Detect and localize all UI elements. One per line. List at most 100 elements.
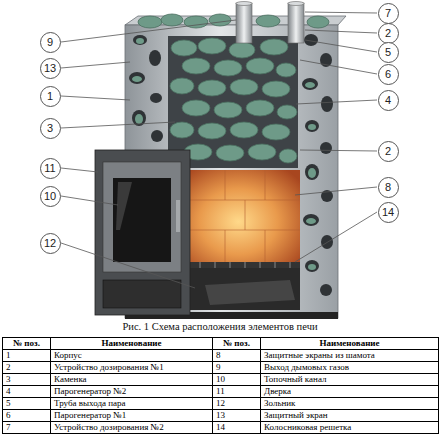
stove-part: [305, 82, 315, 88]
stove-part: [305, 164, 319, 180]
callout-number: 10: [44, 191, 56, 202]
stove-part: [275, 262, 276, 268]
figure-caption: Рис. 1 Схема расположения элементов печи: [0, 321, 440, 332]
callout-number: 13: [44, 63, 56, 74]
stove-part: [170, 122, 194, 138]
stove-part: [188, 170, 300, 264]
callout-circle: 2: [378, 141, 399, 162]
stove-part: [245, 200, 246, 230]
stove-part: [230, 122, 258, 138]
table-cell: Колосниковая решетка: [261, 422, 439, 434]
callout-number: 9: [47, 37, 53, 48]
callout-circle: 13: [40, 58, 61, 79]
stove-part: [61, 96, 130, 100]
stove-part: [61, 243, 195, 288]
stove-part: [188, 200, 300, 201]
stove-part: [209, 14, 231, 26]
table-header-cell: Наименование: [261, 338, 439, 350]
table-cell: 5: [3, 398, 51, 410]
table-cell: 14: [213, 422, 261, 434]
stove-part: [262, 81, 290, 97]
stove-part: [230, 79, 258, 95]
callout-circle: 4: [378, 90, 399, 111]
table-cell: 12: [213, 398, 261, 410]
stove-part: [188, 170, 300, 262]
callout-number: 7: [385, 8, 391, 19]
stove-part: [295, 212, 377, 262]
stove-part: [215, 262, 216, 268]
stove-part: [300, 60, 377, 74]
stove-part: [198, 123, 226, 139]
stove-part: [61, 196, 118, 205]
stove-part: [116, 182, 132, 230]
parts-table: № поз.Наименование№ поз.Наименование1Кор…: [2, 337, 439, 434]
stove-part: [61, 122, 175, 128]
stove-part: [103, 280, 181, 308]
stove-part: [305, 260, 319, 272]
stove-part: [61, 62, 130, 68]
table-cell: 6: [3, 410, 51, 422]
table-cell: Дверка: [261, 386, 439, 398]
stove-part: [307, 16, 329, 28]
stove-part: [262, 124, 290, 140]
table-row: 7Устройство дозирования №214Колосниковая…: [3, 422, 439, 434]
stove-part: [225, 170, 226, 200]
stove-part: [149, 50, 161, 66]
stove-part: [136, 38, 144, 44]
callout-number: 8: [385, 182, 391, 193]
table-cell: Устройство дозирования №1: [51, 362, 213, 374]
callout-number: 14: [382, 207, 394, 218]
callout-circle: 8: [378, 177, 399, 198]
stove-part: [171, 40, 197, 56]
leader-lines: [61, 12, 377, 288]
stove-part: [260, 262, 261, 268]
table-cell: Каменка: [51, 374, 213, 386]
table-row: 2Устройство дозирования №19Выход дымовых…: [3, 362, 439, 374]
callout-number: 3: [47, 123, 53, 134]
callout-circle: 11: [40, 158, 61, 179]
stove-part: [305, 30, 377, 33]
stove-part: [256, 15, 280, 27]
callout-number: 6: [385, 69, 391, 80]
stove-part: [321, 96, 333, 112]
stove-part: [198, 38, 226, 54]
stove-part: [205, 280, 295, 305]
callout-number: 4: [385, 95, 391, 106]
stove-part: [265, 230, 266, 262]
table-cell: Выход дымовых газов: [261, 362, 439, 374]
stove-part: [188, 230, 300, 231]
stove-part: [308, 168, 316, 178]
stove-part: [61, 168, 98, 172]
stove-part: [229, 42, 255, 58]
stove-part: [188, 268, 300, 310]
table-cell: Парогенератор №1: [51, 410, 213, 422]
table-cell: Защитный экран: [261, 410, 439, 422]
table-cell: Труба выхода пара: [51, 398, 213, 410]
stove-part: [135, 114, 143, 124]
stove-part: [303, 214, 319, 226]
stove-part: [279, 149, 297, 163]
stove-part: [129, 72, 145, 84]
table-cell: 7: [3, 422, 51, 434]
table-row: 1Корпус8Защитные экраны из шамота: [3, 350, 439, 362]
stove-part: [225, 230, 226, 262]
table-cell: Устройство дозирования №2: [51, 422, 213, 434]
table-cell: 13: [213, 410, 261, 422]
stove-illustration: [0, 0, 440, 320]
table-row: 3Каменка10Топочный канал: [3, 374, 439, 386]
firebox: [188, 170, 300, 310]
stove-part: [265, 170, 266, 200]
stove-part: [308, 264, 316, 270]
callout-number: 1: [47, 91, 53, 102]
callout-number: 5: [385, 47, 391, 58]
stove-part: [188, 262, 300, 268]
stove-part: [320, 142, 332, 154]
callout-number: 11: [44, 163, 55, 174]
stove-part: [306, 218, 316, 224]
stove-part: [320, 284, 332, 296]
callout-circle: 5: [378, 42, 399, 63]
callout-circle: 9: [40, 32, 61, 53]
stove-part: [216, 145, 244, 161]
stove-part: [214, 60, 242, 76]
callout-circle: 10: [40, 186, 61, 207]
